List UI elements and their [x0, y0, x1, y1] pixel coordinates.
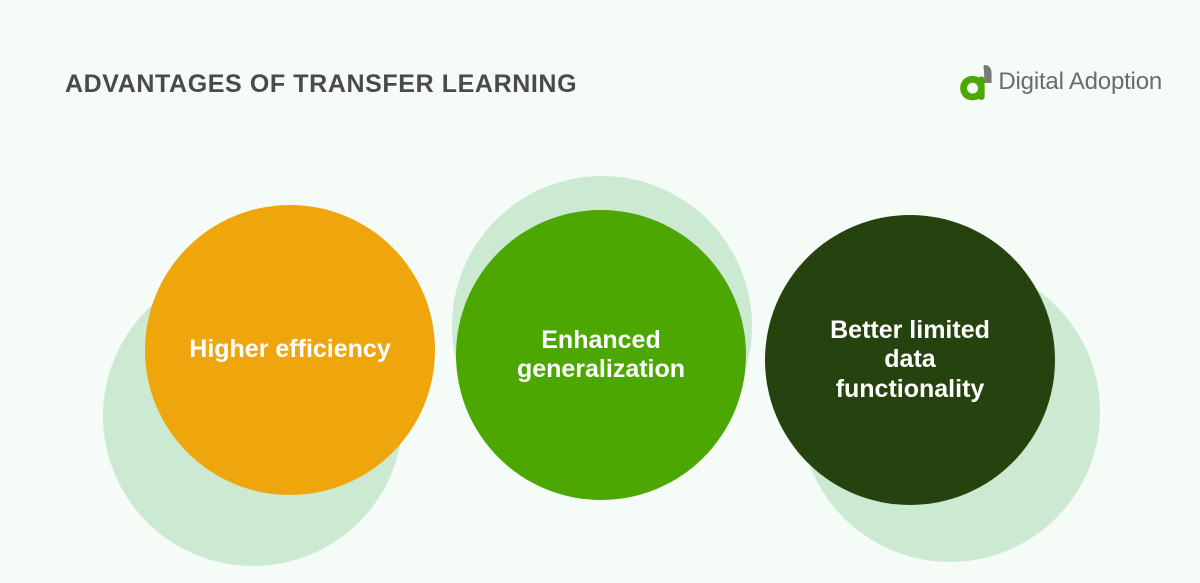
- page-title: ADVANTAGES OF TRANSFER LEARNING: [65, 70, 578, 98]
- brand-logo: Digital Adoption: [958, 62, 1162, 102]
- advantage-label: Better limited data functionality: [830, 315, 990, 403]
- advantage-label: Enhanced generalization: [516, 325, 686, 384]
- advantage-label: Higher efficiency: [189, 335, 391, 364]
- advantage-bubble-enhanced-generalization: Enhanced generalization: [456, 210, 746, 500]
- advantage-bubble-better-limited-data-functionality: Better limited data functionality: [765, 215, 1055, 505]
- digital-adoption-logo-icon: [960, 65, 993, 101]
- brand-name: Digital Adoption: [998, 68, 1162, 95]
- advantage-bubble-higher-efficiency: Higher efficiency: [145, 205, 435, 495]
